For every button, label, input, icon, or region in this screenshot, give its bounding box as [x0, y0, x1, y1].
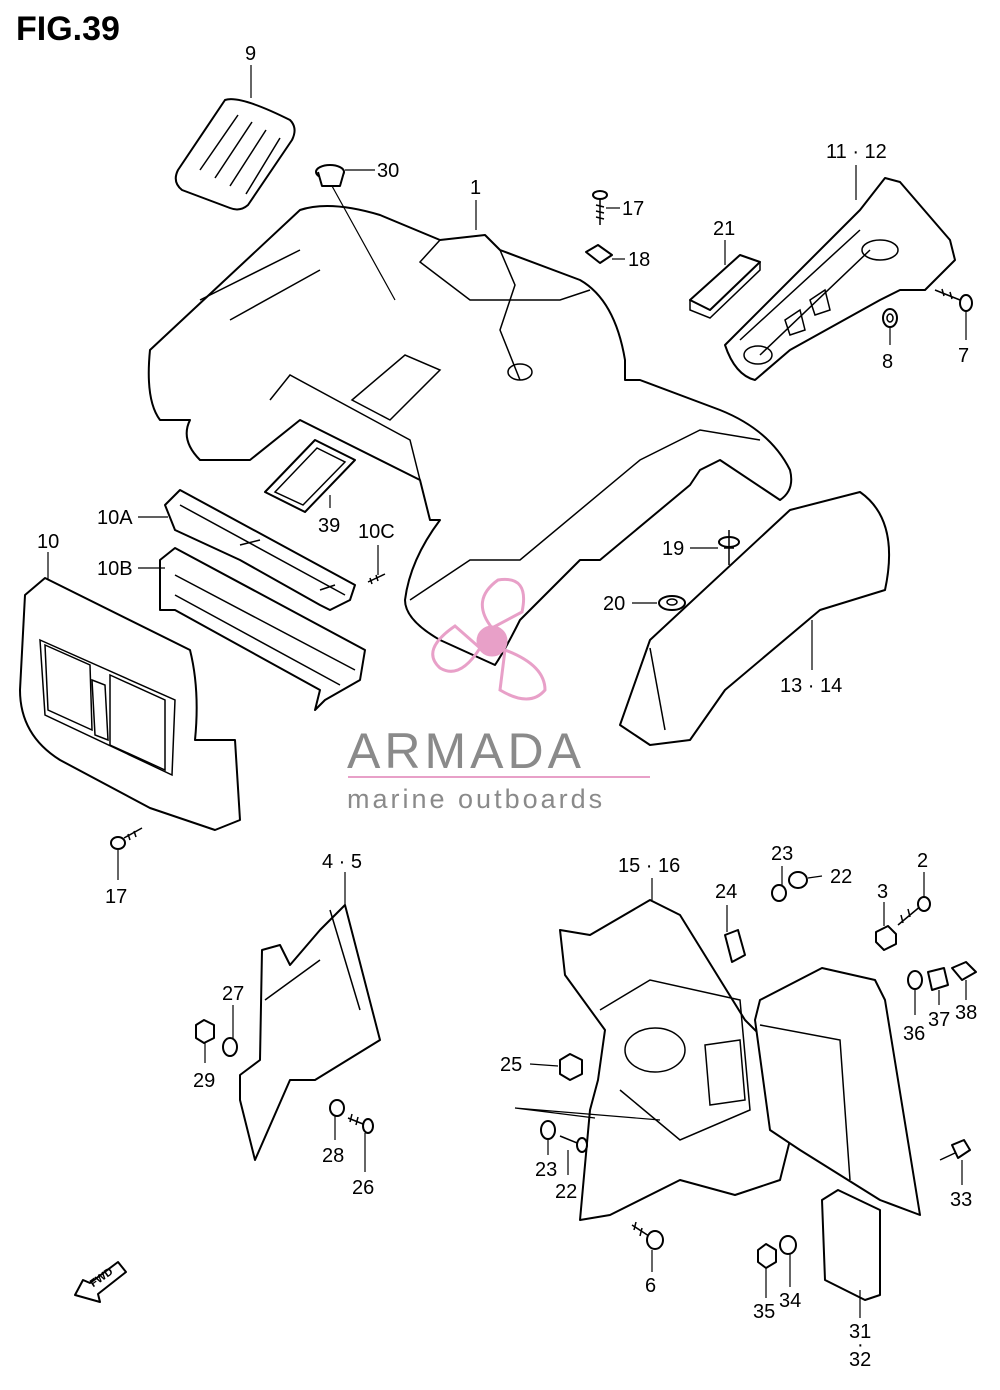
callout-21: 21: [713, 218, 735, 240]
callout-9: 9: [245, 43, 256, 65]
part-washer-23-top: [771, 884, 787, 902]
callout-28: 28: [322, 1145, 344, 1167]
callout-27: 27: [222, 983, 244, 1005]
part-bolt-6: [631, 1221, 664, 1250]
callout-4-5: 4 · 5: [322, 851, 362, 873]
leader-lines: [47, 65, 967, 1318]
callout-34: 34: [779, 1290, 801, 1312]
part-nut-3: [875, 925, 897, 951]
fwd-direction-badge: FWD: [74, 1261, 127, 1303]
callout-15-16: 15 · 16: [618, 855, 680, 877]
callout-38: 38: [955, 1002, 977, 1024]
part-nut-29: [195, 1019, 215, 1044]
callout-39: 39: [318, 515, 340, 537]
part-bolt-38: [951, 961, 977, 981]
callout-31: 31: [849, 1321, 871, 1343]
callout-13-14: 13 · 14: [780, 675, 842, 697]
callout-22-top: 22: [830, 866, 852, 888]
part-bolt-26: [347, 1113, 374, 1134]
propeller-logo-icon: [431, 577, 547, 701]
part-screw-7: [934, 288, 973, 312]
part-push-rivet-19: [718, 530, 740, 565]
part-grommet-30: [315, 164, 345, 187]
part-front-fender-1: [147, 205, 793, 666]
callout-17-bottom: 17: [105, 886, 127, 908]
part-screw-17-bottom: [110, 827, 143, 850]
part-nut-35: [757, 1243, 777, 1269]
callout-36: 36: [903, 1023, 925, 1045]
callout-6: 6: [645, 1275, 656, 1297]
part-grommet-20: [658, 595, 686, 611]
part-washer-36: [907, 970, 923, 990]
callout-37: 37: [928, 1009, 950, 1031]
callout-11-12: 11 · 12: [826, 141, 887, 163]
callout-10A: 10A: [97, 507, 133, 529]
callout-23-top: 23: [771, 843, 793, 865]
part-bolt-33: [939, 1139, 971, 1161]
part-bolt-2: [897, 896, 931, 926]
callout-10C: 10C: [358, 521, 395, 543]
part-washer-27: [222, 1037, 238, 1057]
part-foam-block-21: [689, 254, 761, 319]
part-nut-25: [559, 1053, 583, 1081]
callout-29: 29: [193, 1070, 215, 1092]
callout-2: 2: [917, 850, 928, 872]
callout-24: 24: [715, 881, 737, 903]
callout-3: 3: [877, 881, 888, 903]
callout-10B: 10B: [97, 558, 133, 580]
part-washer-8: [882, 308, 898, 328]
part-bolt-22-lower: [559, 1135, 588, 1153]
part-seat-pad: [174, 98, 296, 211]
callout-32: 32: [849, 1349, 871, 1371]
part-washer-34: [779, 1235, 797, 1255]
callout-17-top: 17: [622, 198, 644, 220]
part-rear-plate-31-32: [754, 967, 921, 1301]
part-clip-nut-18: [585, 244, 613, 264]
callout-20: 20: [603, 593, 625, 615]
callout-18: 18: [628, 249, 650, 271]
callout-33: 33: [950, 1189, 972, 1211]
callout-7: 7: [958, 345, 969, 367]
callout-dot-31-32: ·: [857, 1334, 864, 1356]
callout-25: 25: [500, 1054, 522, 1076]
part-bracket-10A: [164, 489, 356, 611]
watermark-brand: ARMADA: [347, 723, 585, 779]
callout-26: 26: [352, 1177, 374, 1199]
figure-title: FIG.39: [16, 10, 120, 48]
part-frame-10B: [159, 547, 366, 711]
part-mesh-39: [264, 439, 356, 513]
watermark-tagline: marine outboards: [347, 784, 605, 814]
part-spacer-37: [927, 967, 949, 991]
part-side-bracket-11-12: [724, 177, 956, 381]
part-screw-10C: [367, 573, 386, 585]
part-screw-17-top: [592, 190, 608, 225]
part-bolt-22-top: [788, 871, 808, 889]
part-grille-panel-10: [19, 577, 241, 831]
callout-22-lower: 22: [555, 1181, 577, 1203]
part-fender-flap-13-14: [619, 491, 891, 746]
callout-19: 19: [662, 538, 684, 560]
part-inner-fender-15-16: [559, 899, 791, 1221]
watermark: ARMADA marine outboards: [347, 577, 650, 814]
fwd-arrow-icon: [74, 1261, 127, 1303]
callout-labels: 9 30 1 17 18 11 · 12 21 8 7 10A 10 10B 3…: [37, 43, 977, 1371]
part-washer-23-lower: [540, 1120, 556, 1140]
part-bracket-24: [724, 929, 746, 963]
callout-8: 8: [882, 351, 893, 373]
callout-10: 10: [37, 531, 59, 553]
part-washer-28: [329, 1099, 345, 1117]
callout-23-lower: 23: [535, 1159, 557, 1181]
callout-1: 1: [470, 177, 481, 199]
callout-35: 35: [753, 1301, 775, 1323]
callout-30: 30: [377, 160, 399, 182]
